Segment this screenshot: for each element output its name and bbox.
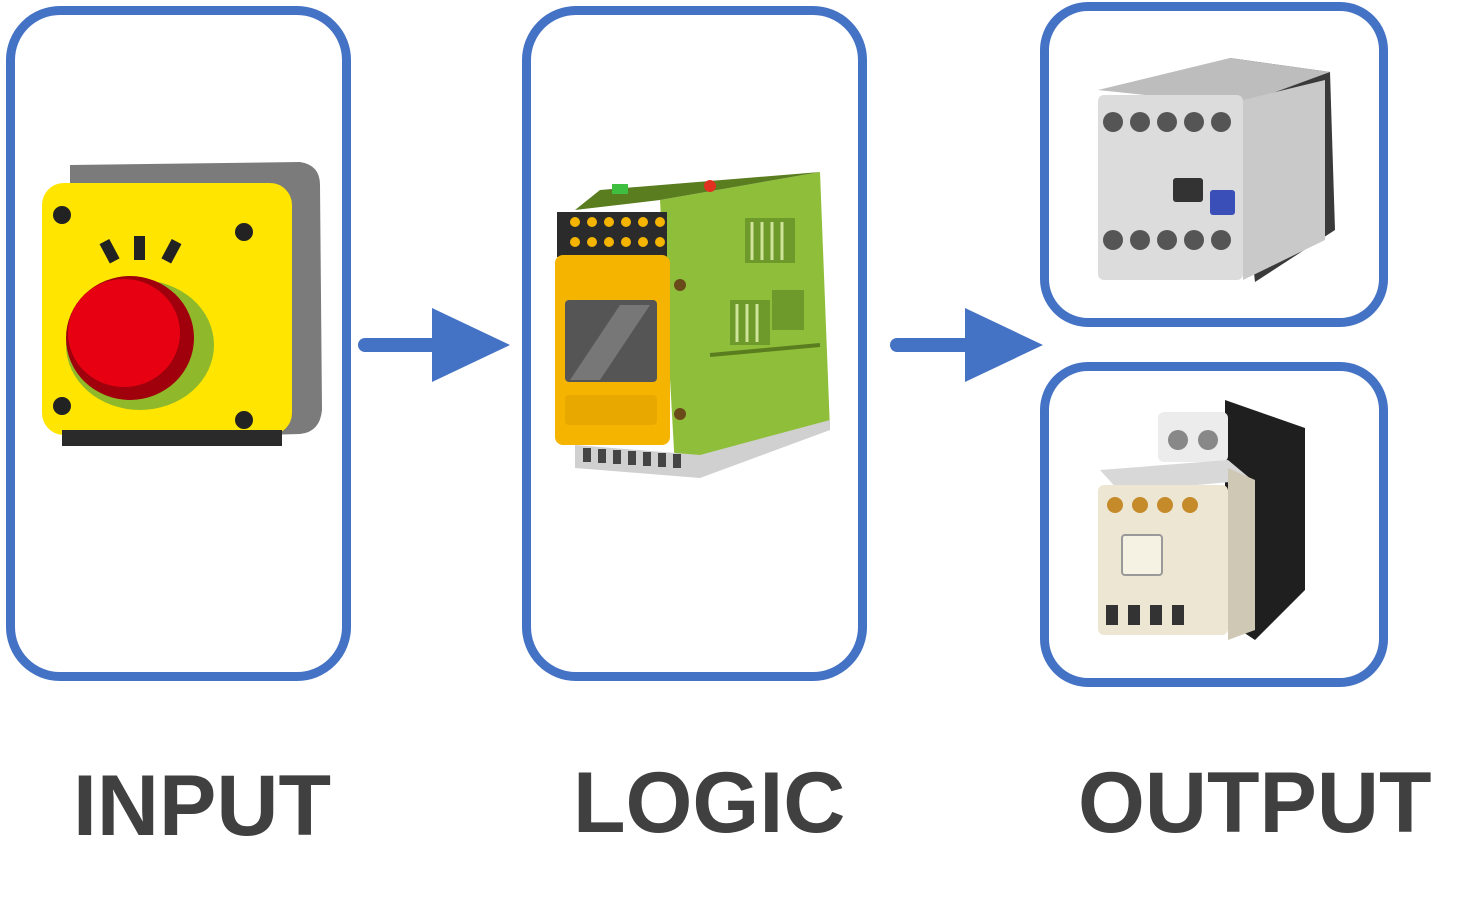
contactor-icon [1098,58,1335,282]
safety-relay-module-icon [555,172,830,478]
logic-label: LOGIC [573,755,846,851]
output-label: OUTPUT [1078,755,1432,851]
arrow-input-to-logic [358,308,510,382]
arrow-logic-to-output [890,308,1043,382]
emergency-stop-button-icon [42,162,322,446]
input-label: INPUT [73,758,331,854]
contactor-relay-icon [1098,400,1305,640]
